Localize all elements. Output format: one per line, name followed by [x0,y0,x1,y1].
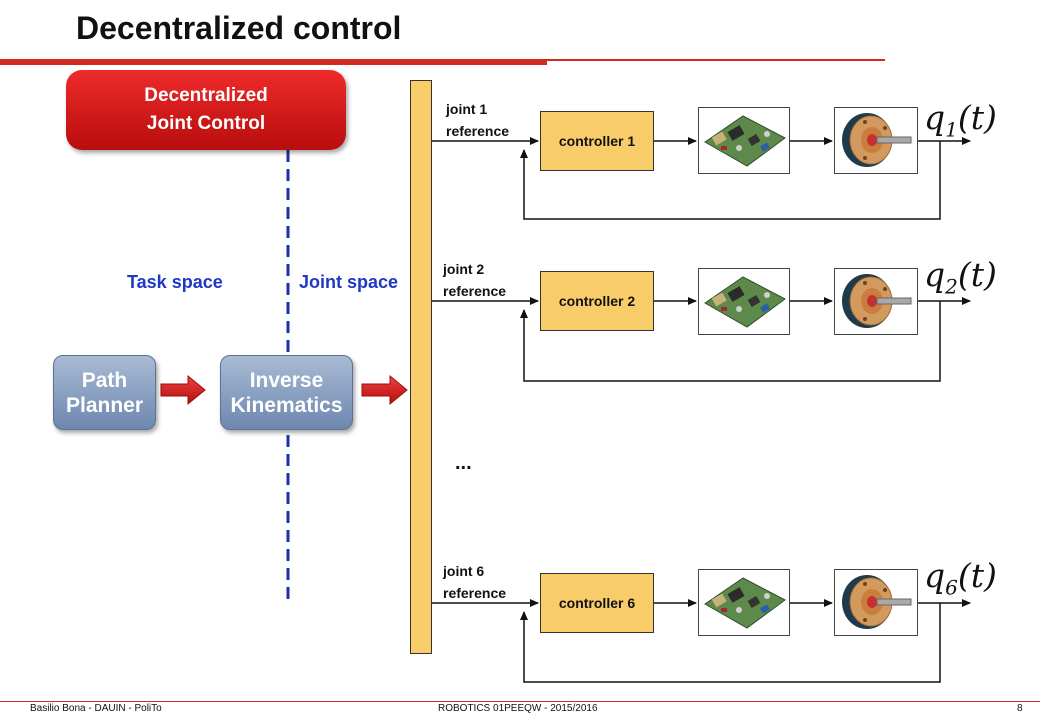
joint-2-loop [432,297,971,382]
joint-1-reference-label: joint 1 reference [446,98,509,142]
circuit-board-icon [698,569,790,636]
joint-6-loop [432,599,971,683]
inverse-kinematics-label: Inverse Kinematics [230,368,343,417]
joint-6-reference-word: reference [443,585,507,601]
footer-course: ROBOTICS 01PEEQW - 2015/2016 [438,703,598,714]
controller-1-box: controller 1 [540,111,654,171]
title-underline-thin [547,59,885,61]
path-planner-label: Path Planner [65,368,144,417]
footer-divider [0,701,1040,702]
controller-6-box: controller 6 [540,573,654,633]
title-underline-thick [0,59,547,65]
q1-output-label: q1(t) [924,98,997,142]
reference-bus-bar [410,80,432,654]
q2-output-label: q2(t) [924,255,997,299]
footer-page-number: 8 [1017,703,1023,714]
decentralized-joint-control-label: Decentralized Joint Control [144,85,268,134]
decentralized-joint-control-box: Decentralized Joint Control [66,70,346,150]
motor-icon [834,107,918,174]
ellipsis-more-joints: ... [455,452,472,474]
q2-subscript: 2 [945,274,958,299]
motor-icon [834,569,918,636]
q1-subscript: 1 [945,117,958,142]
red-arrow-icon [160,374,206,406]
path-planner-box: Path Planner [53,355,156,430]
circuit-board-icon [698,107,790,174]
q6-subscript: 6 [945,575,958,600]
joint-1-name: joint 1 [446,101,488,117]
joint-2-reference-label: joint 2 reference [443,258,506,302]
joint-space-label: Joint space [299,272,399,292]
red-arrow-icon [361,374,408,406]
joint-1-loop [432,137,971,220]
motor-icon [834,268,918,335]
page-title: Decentralized control [76,10,402,46]
joint-6-name: joint 6 [443,563,485,579]
joint-2-name: joint 2 [443,261,485,277]
joint-1-reference-word: reference [446,123,510,139]
circuit-board-icon [698,268,790,335]
controller-2-box: controller 2 [540,271,654,331]
joint-6-reference-label: joint 6 reference [443,560,506,604]
q6-output-label: q6(t) [924,556,997,600]
task-space-label: Task space [127,272,223,292]
joint-2-reference-word: reference [443,283,507,299]
footer-author: Basilio Bona - DAUIN - PoliTo [30,703,162,714]
inverse-kinematics-box: Inverse Kinematics [220,355,353,430]
